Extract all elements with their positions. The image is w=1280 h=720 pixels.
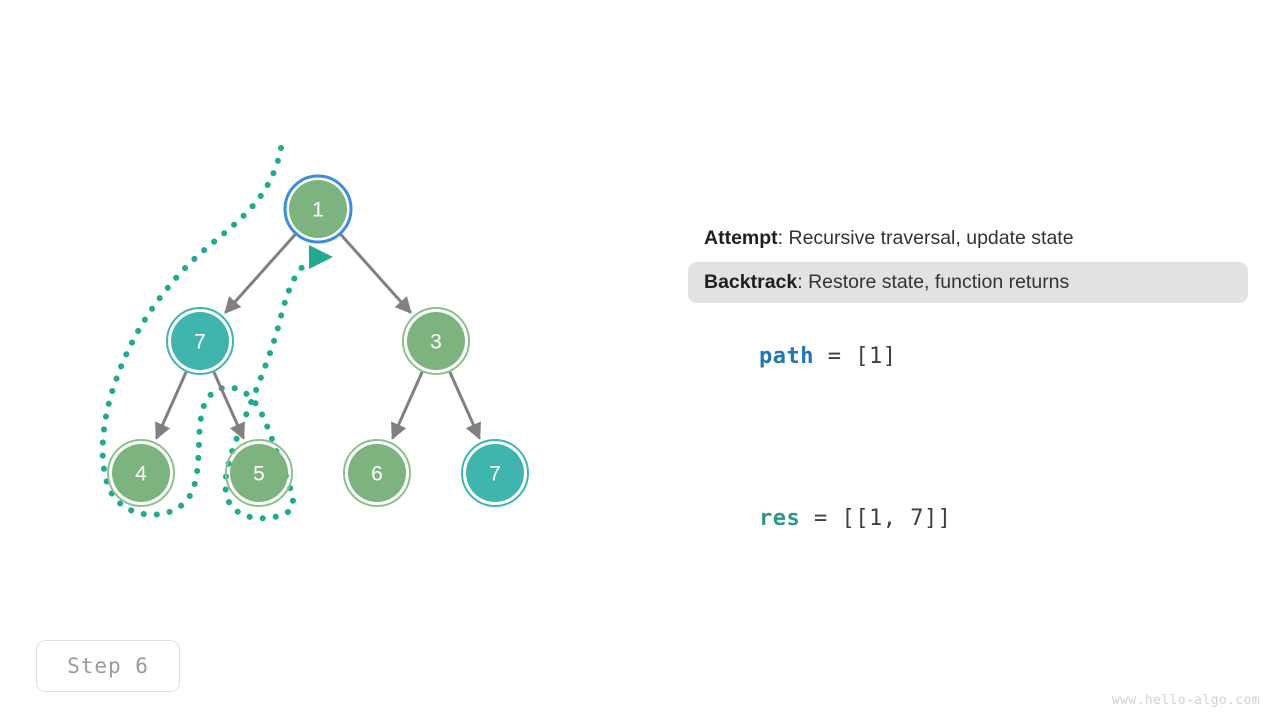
watermark: www.hello-algo.com: [1112, 693, 1260, 708]
binary-tree-svg: 1 7 3 4 5 6 7: [99, 145, 529, 522]
node-body: [289, 180, 347, 238]
tree-edge: [448, 370, 481, 440]
tree-edge: [155, 370, 188, 440]
tree-edge: [338, 232, 412, 314]
node-body: [407, 312, 465, 370]
tree-node-3[interactable]: 3: [402, 307, 470, 375]
legend-desc-attempt: : Recursive traversal, update state: [777, 227, 1074, 249]
node-ring: [461, 439, 529, 507]
code-var-res: res: [758, 506, 801, 531]
tree-edges: [155, 232, 481, 440]
node-value-label: 7: [489, 463, 501, 486]
node-body: [230, 444, 288, 502]
dfs-backtrack-trail: [99, 145, 333, 522]
node-body: [466, 444, 524, 502]
node-value-label: 1: [312, 199, 324, 222]
tree-node-5[interactable]: 5: [225, 439, 293, 507]
legend-desc-backtrack: : Restore state, function returns: [797, 270, 1070, 293]
tree-diagram-panel: 1 7 3 4 5 6 7: [99, 145, 529, 522]
node-body: [348, 444, 406, 502]
tree-node-6[interactable]: 6: [343, 439, 411, 507]
node-body: [171, 312, 229, 370]
tree-edge: [391, 370, 424, 440]
node-ring: [107, 439, 175, 507]
tree-edge: [212, 370, 245, 440]
node-ring: [166, 307, 234, 375]
legend-term-backtrack: Backtrack: [704, 270, 798, 293]
code-line-path: path = [1]: [688, 319, 1248, 394]
code-expr-res: = [[1, 7]]: [800, 506, 952, 531]
info-panel: Attempt: Recursive traversal, update sta…: [688, 218, 1248, 556]
node-value-label: 5: [253, 463, 265, 486]
node-value-label: 7: [194, 331, 206, 354]
tree-edge: [224, 232, 298, 314]
tree-node-7[interactable]: 7: [461, 439, 529, 507]
legend-row-attempt: Attempt: Recursive traversal, update sta…: [688, 218, 1248, 260]
code-line-res: res = [[1, 7]]: [688, 481, 1248, 556]
code-expr-path: = [1]: [813, 344, 897, 369]
trail-arrowhead-icon: [309, 245, 333, 269]
code-var-path: path: [758, 344, 814, 369]
node-ring: [343, 439, 411, 507]
tree-node-7[interactable]: 7: [166, 307, 234, 375]
legend-term-attempt: Attempt: [704, 227, 778, 249]
legend-row-backtrack: Backtrack: Restore state, function retur…: [688, 261, 1248, 303]
step-badge: Step 6: [36, 640, 180, 692]
node-ring: [283, 174, 353, 244]
node-body: [112, 444, 170, 502]
tree-nodes: 1 7 3 4 5 6 7: [107, 174, 529, 507]
tree-node-4[interactable]: 4: [107, 439, 175, 507]
node-value-label: 6: [371, 463, 383, 486]
node-value-label: 4: [135, 463, 147, 486]
node-value-label: 3: [430, 331, 442, 354]
node-ring: [225, 439, 293, 507]
node-ring: [402, 307, 470, 375]
watermark-text: www.hello-algo.com: [1111, 693, 1260, 708]
tree-node-1[interactable]: 1: [283, 174, 353, 244]
step-label: Step 6: [67, 654, 149, 678]
